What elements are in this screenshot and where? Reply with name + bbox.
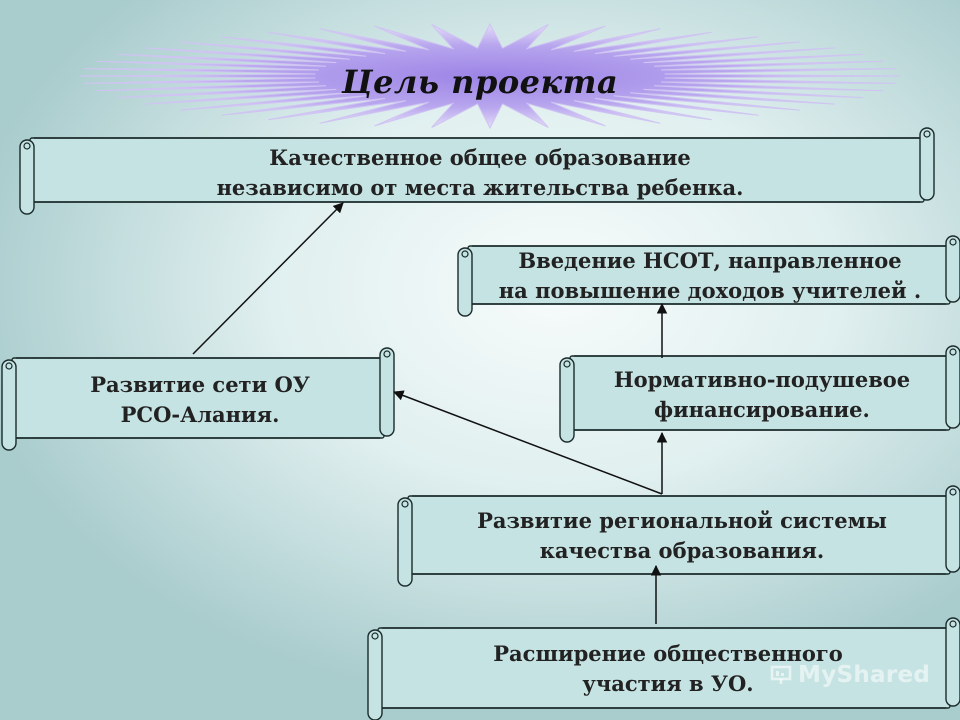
goal-box-line2: независимо от места жительства ребенка.: [216, 175, 744, 200]
watermark: MyShared: [770, 658, 930, 692]
network-box: Развитие сети ОУ РСО-Алания.: [14, 362, 386, 438]
scroll-shape-network: [1, 347, 395, 451]
nsot-box: Введение НСОТ, направленное на повышение…: [468, 243, 952, 309]
quality-box-line2: качества образования.: [539, 538, 825, 563]
goal-box-line1: Качественное общее образование: [269, 145, 691, 170]
network-box-line2: РСО-Алания.: [120, 402, 280, 427]
watermark-text: MyShared: [798, 662, 931, 688]
scroll-shape-quality: [397, 485, 960, 587]
public-box-line1: Расширение общественного: [493, 641, 843, 666]
nsot-box-line2: на повышение доходов учителей .: [498, 278, 922, 303]
public-box-line2: участия в УО.: [582, 671, 754, 696]
title-burst-shape: [79, 22, 901, 130]
quality-box: Развитие региональной системы качества о…: [412, 500, 952, 572]
scroll-shape-goal: [19, 127, 935, 215]
arrow-network-to-goal: [192, 202, 344, 355]
funding-box: Нормативно-подушевое финансирование.: [572, 360, 952, 430]
scroll-shape-nsot: [457, 235, 960, 317]
scroll-shape-funding: [559, 345, 960, 443]
quality-box-line1: Развитие региональной системы: [477, 508, 887, 533]
funding-box-line1: Нормативно-подушевое: [613, 367, 911, 392]
arrow-quality-to-network: [393, 390, 663, 495]
public-box: Расширение общественного участия в УО.: [380, 632, 956, 706]
funding-box-line2: финансирование.: [654, 397, 870, 422]
scroll-shape-public: [367, 617, 960, 720]
goal-box: Качественное общее образование независим…: [34, 142, 926, 204]
presentation-icon: [770, 665, 792, 684]
network-box-line1: Развитие сети ОУ: [90, 372, 310, 397]
diagram-title: Цель проекта: [341, 63, 619, 101]
nsot-box-line1: Введение НСОТ, направленное: [518, 248, 902, 273]
